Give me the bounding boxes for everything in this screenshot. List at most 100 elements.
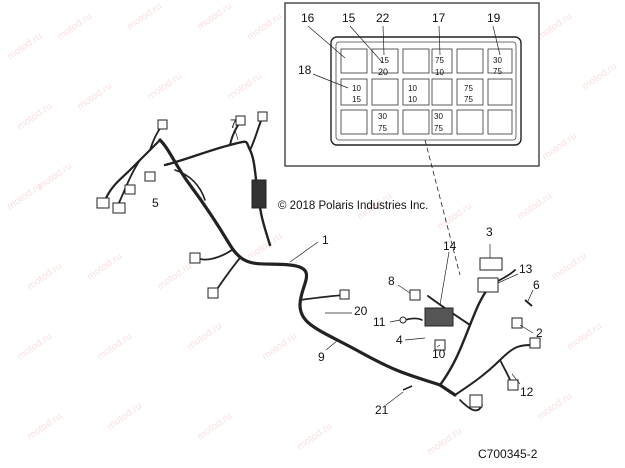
callout-leaders bbox=[234, 129, 534, 406]
fuse-label: 75 bbox=[464, 84, 473, 93]
fuse-slot bbox=[371, 78, 399, 106]
part-11 bbox=[399, 316, 407, 324]
fuse-label: 75 bbox=[464, 95, 473, 104]
leader-line bbox=[439, 251, 450, 306]
connector bbox=[469, 394, 483, 408]
fuse-label: 75 bbox=[493, 67, 502, 76]
callout-8: 8 bbox=[388, 274, 395, 288]
callout-7: 7 bbox=[230, 117, 237, 131]
watermark: motod.ru bbox=[565, 321, 604, 353]
callout-12: 12 bbox=[520, 385, 534, 399]
callout-19: 19 bbox=[487, 11, 501, 25]
connector bbox=[207, 287, 219, 299]
harness-branch-right bbox=[438, 283, 492, 387]
harness-branch-5b bbox=[117, 159, 141, 206]
leader-line bbox=[492, 25, 501, 56]
callout-13: 13 bbox=[519, 262, 533, 276]
relay-13 bbox=[477, 277, 499, 293]
part-11-lead bbox=[404, 317, 423, 321]
main-harness-core bbox=[159, 139, 456, 396]
callout-3: 3 bbox=[486, 225, 493, 239]
module-14 bbox=[424, 307, 454, 327]
watermark: motod.ru bbox=[245, 11, 284, 43]
watermark: motod.ru bbox=[125, 1, 164, 33]
callout-15: 15 bbox=[342, 11, 356, 25]
leader-line bbox=[527, 289, 534, 302]
watermark: motod.ru bbox=[580, 61, 619, 93]
watermark: motod.ru bbox=[550, 251, 589, 283]
fuse-slot bbox=[456, 109, 484, 135]
watermark: motod.ru bbox=[75, 81, 114, 113]
callout-11: 11 bbox=[373, 315, 386, 329]
connector bbox=[189, 252, 201, 264]
fuse-slot bbox=[431, 109, 453, 135]
connector bbox=[511, 317, 523, 329]
callout-4: 4 bbox=[396, 333, 403, 347]
watermark: motod.ru bbox=[225, 71, 264, 103]
callout-6: 6 bbox=[533, 278, 540, 292]
connector bbox=[257, 111, 268, 122]
harness-branch-20 bbox=[299, 294, 346, 301]
callout-14: 14 bbox=[443, 239, 457, 253]
fuse-slot bbox=[340, 48, 368, 74]
connector bbox=[235, 115, 246, 126]
leader-line bbox=[511, 373, 521, 385]
fuse-slot bbox=[402, 48, 430, 74]
fuse-label: 10 bbox=[408, 84, 417, 93]
watermark: motod.ru bbox=[55, 11, 94, 43]
figure-id: C700345-2 bbox=[478, 447, 538, 461]
leader-line bbox=[289, 241, 319, 263]
connector bbox=[529, 337, 541, 349]
watermark: motod.ru bbox=[155, 261, 194, 293]
watermark: motod.ru bbox=[245, 231, 284, 263]
watermark: motod.ru bbox=[535, 391, 574, 423]
watermark: motod.ru bbox=[85, 251, 124, 283]
fuse-label: 20 bbox=[378, 67, 388, 77]
detail-projection-line bbox=[424, 139, 461, 276]
leader-line bbox=[349, 25, 383, 63]
callout-labels: 7 5 1 3 14 13 8 6 20 11 2 4 10 9 12 21 bbox=[152, 117, 543, 417]
connector bbox=[339, 289, 350, 300]
fuse-box-frame bbox=[284, 2, 540, 167]
fuse-label: 10 bbox=[352, 84, 361, 93]
watermark: motod.ru bbox=[435, 201, 474, 233]
wire-harness bbox=[96, 111, 541, 412]
fuse-label: 30 bbox=[378, 112, 387, 121]
connector bbox=[112, 202, 126, 214]
fuse-box-housing bbox=[330, 36, 522, 146]
harness-branch-7b bbox=[249, 117, 263, 151]
leader-line bbox=[519, 324, 534, 334]
leader-line bbox=[497, 273, 519, 284]
leader-line bbox=[436, 344, 441, 348]
fuse-slot bbox=[487, 109, 513, 135]
fuse-label: 10 bbox=[435, 68, 444, 77]
connector bbox=[409, 289, 421, 301]
leader-line bbox=[325, 339, 339, 351]
watermark: motod.ru bbox=[105, 401, 144, 433]
fuse-slot bbox=[456, 48, 484, 74]
main-harness-trunk bbox=[158, 138, 457, 397]
fuse-slot bbox=[371, 48, 399, 74]
watermark: motod.ru bbox=[260, 331, 299, 363]
connector bbox=[157, 119, 168, 130]
fuse-slot bbox=[431, 48, 453, 74]
watermark: motod.ru bbox=[25, 411, 64, 443]
fuse-label: 15 bbox=[352, 95, 361, 104]
callout-5: 5 bbox=[152, 196, 159, 210]
watermark: motod.ru bbox=[185, 321, 224, 353]
fuse-label: 10 bbox=[408, 95, 417, 104]
connector bbox=[124, 184, 136, 195]
leader-line bbox=[385, 391, 404, 406]
relay-block bbox=[251, 179, 267, 209]
watermark: motod.ru bbox=[515, 191, 554, 223]
part-21 bbox=[402, 385, 413, 391]
watermark: motod.ru bbox=[295, 421, 334, 453]
leader-line bbox=[397, 284, 411, 294]
fuse-slot bbox=[487, 48, 513, 74]
callout-17: 17 bbox=[432, 11, 446, 25]
copyright-text: © 2018 Polaris Industries Inc. bbox=[278, 200, 428, 212]
watermark: motod.ru bbox=[425, 426, 464, 458]
leader-line bbox=[307, 25, 346, 59]
fuse-label: 75 bbox=[378, 124, 387, 133]
